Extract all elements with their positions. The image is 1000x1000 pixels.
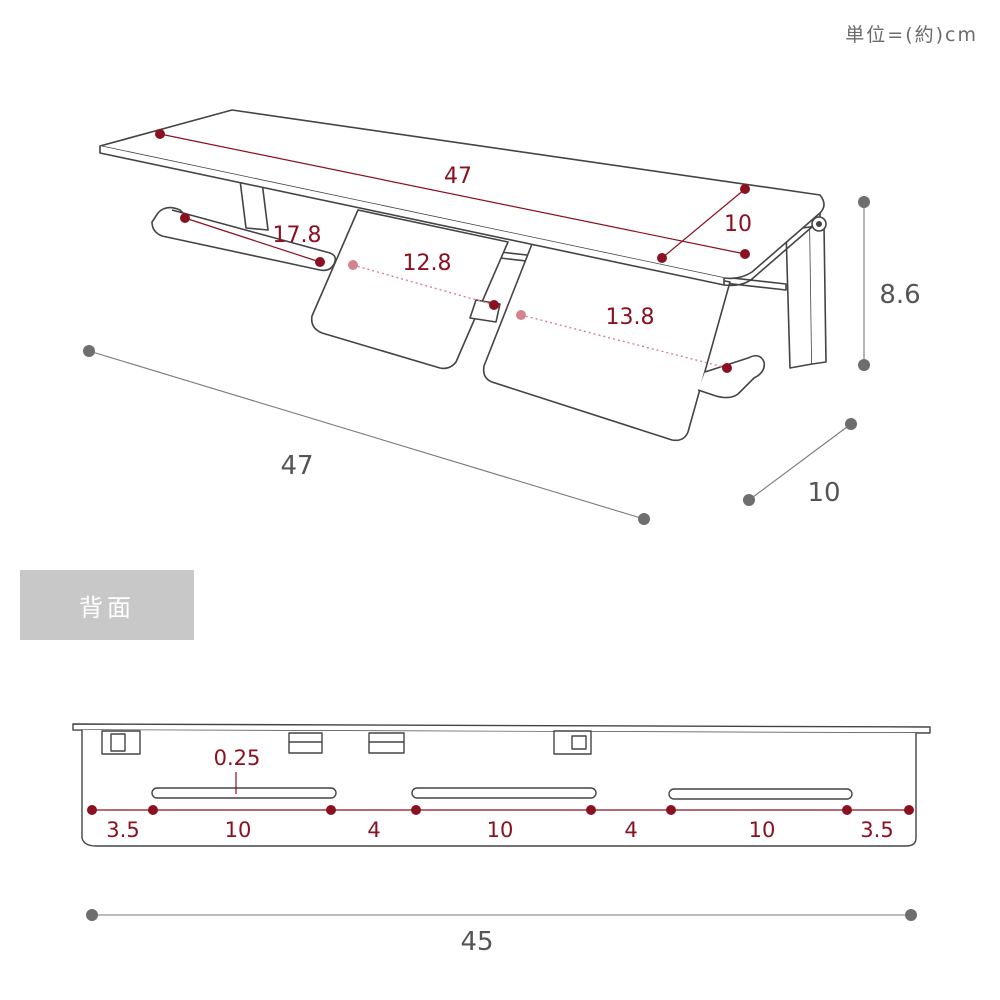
height-label: 8.6	[879, 280, 920, 310]
back-clip-2	[288, 732, 323, 754]
pink-dimension-lines	[352, 264, 728, 369]
pink-dimension-points	[348, 260, 526, 320]
segment-label: 3.5	[860, 818, 893, 842]
back-slot-left	[151, 787, 337, 799]
shelf-illustration	[99, 109, 827, 442]
unit-note: 単位=(約)cm	[845, 24, 978, 46]
back-slot-right	[668, 788, 853, 800]
back-slot-middle	[411, 787, 597, 799]
gray-dimension-lines	[88, 202, 911, 916]
right-bracket	[785, 226, 813, 369]
slot-gap-label: 0.25	[214, 746, 261, 770]
gray-dimension-points	[83, 196, 917, 921]
back-view-illustration	[72, 723, 931, 847]
segment-label: 4	[624, 818, 637, 842]
left-bar-label: 17.8	[273, 223, 322, 248]
right-holder-label: 13.8	[606, 305, 655, 330]
overall-depth-label: 10	[807, 478, 840, 508]
back-view-badge: 背面	[20, 570, 194, 640]
shelf-width-label: 47	[444, 164, 472, 189]
back-overall-width-label: 45	[460, 927, 493, 957]
back-clip-3	[368, 732, 405, 754]
segment-label: 4	[367, 818, 380, 842]
segment-label: 10	[487, 818, 514, 842]
red-dimension-lines	[159, 133, 746, 263]
segment-label: 10	[225, 818, 252, 842]
red-dimension-points	[155, 129, 750, 373]
overall-width-label: 47	[280, 451, 313, 481]
left-towel-bar	[151, 206, 337, 272]
right-holder-cover	[482, 243, 731, 442]
segment-label: 10	[749, 818, 776, 842]
segment-label: 3.5	[106, 818, 139, 842]
left-holder-label: 12.8	[403, 251, 452, 276]
left-holder-cover	[310, 209, 509, 370]
back-dimension-points	[87, 805, 914, 815]
right-holder-bar	[697, 354, 766, 399]
shelf-depth-label: 10	[724, 212, 752, 237]
